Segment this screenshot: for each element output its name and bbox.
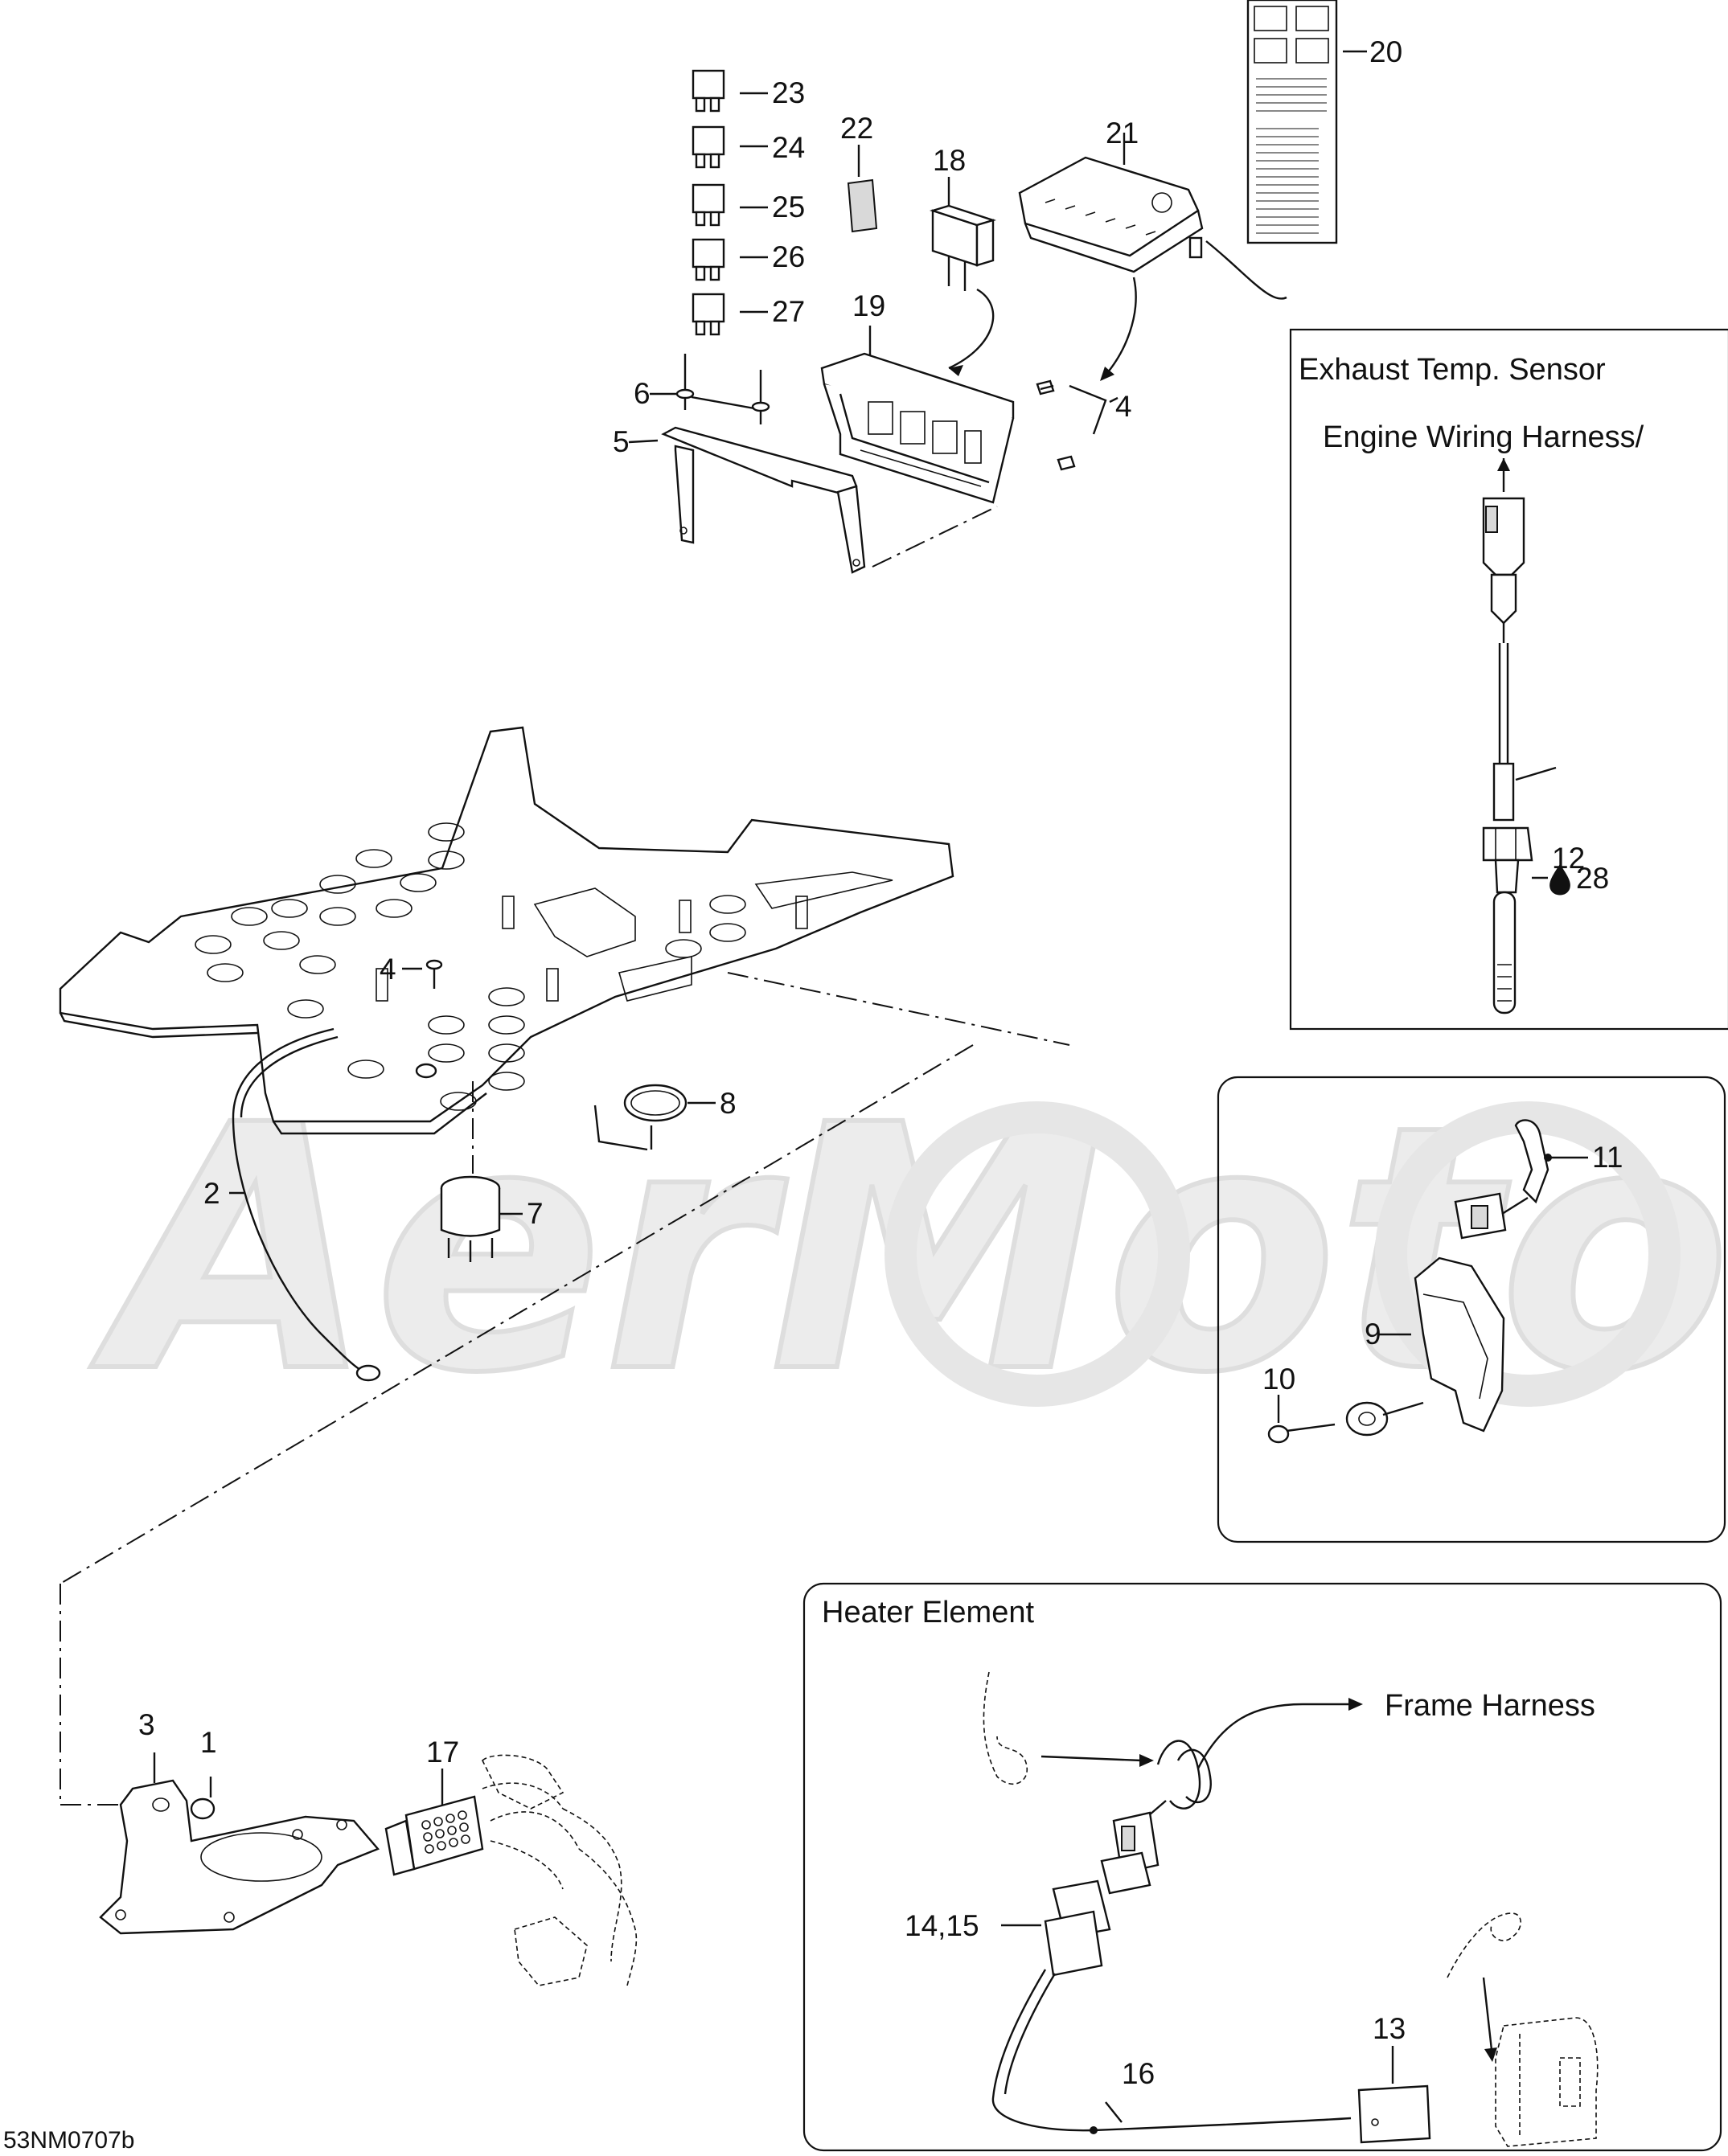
nut — [190, 1777, 215, 1820]
heater-panel-title: Heater Element — [822, 1596, 1034, 1629]
sealant-drop-icon — [1549, 864, 1570, 896]
callout-18: 18 — [933, 144, 966, 177]
push-rivets — [650, 354, 770, 424]
main-mounting-tray — [59, 726, 1070, 1135]
heater-element-panel — [802, 1582, 1722, 2152]
fuse-puller — [847, 145, 878, 233]
connector-bracket — [99, 1752, 380, 1935]
callout-25: 25 — [772, 191, 805, 223]
exhaust-temp-sensor-panel — [1289, 328, 1728, 1031]
diagram-id: 53NM0707b — [3, 2127, 134, 2154]
watermark-wheel-left — [885, 1101, 1190, 1407]
fuse-set — [692, 69, 768, 336]
assembly-guide-lines — [60, 1044, 974, 1806]
callout-4-tray: 4 — [380, 953, 396, 986]
callout-26: 26 — [772, 240, 805, 273]
callout-21: 21 — [1106, 117, 1139, 150]
sensor-panel — [1217, 1076, 1726, 1543]
callout-28: 28 — [1576, 862, 1609, 895]
callout-5: 5 — [613, 425, 630, 458]
callout-8: 8 — [720, 1087, 737, 1120]
callout-2: 2 — [203, 1177, 220, 1210]
callout-1: 1 — [200, 1726, 217, 1759]
fuse-26 — [692, 238, 768, 281]
panel-text: Exhaust Temp. Sensor Engine Wiring Harne… — [822, 353, 1644, 1723]
callout-17: 17 — [426, 1736, 459, 1769]
exhaust-panel-note: Engine Wiring Harness/ — [1323, 420, 1644, 454]
callout-13: 13 — [1373, 2012, 1406, 2045]
callout-22: 22 — [840, 112, 873, 145]
screw-4-bottom — [1057, 455, 1076, 471]
callout-16: 16 — [1122, 2057, 1155, 2090]
callout-27: 27 — [772, 295, 805, 328]
callout-6: 6 — [634, 377, 651, 410]
callout-24: 24 — [772, 131, 805, 164]
callout-labels: 23 24 25 26 27 22 18 21 20 19 6 4 5 4 8 … — [138, 35, 1623, 2090]
callout-9: 9 — [1365, 1318, 1381, 1351]
fuse-label-decal — [1246, 0, 1367, 244]
callout-23: 23 — [772, 76, 805, 109]
screw-4-tray — [402, 959, 443, 989]
sensor-panel-frame — [1217, 1076, 1726, 1543]
fuse-25 — [692, 183, 768, 227]
watermark-wheel-right — [1375, 1101, 1681, 1407]
buzzer — [440, 1081, 523, 1262]
fuse-box-bracket — [628, 426, 998, 574]
callout-11: 11 — [1592, 1141, 1623, 1174]
exhaust-panel-title: Exhaust Temp. Sensor — [1299, 353, 1606, 387]
callout-20: 20 — [1369, 35, 1402, 68]
callout-7: 7 — [527, 1197, 544, 1230]
fuse-24 — [692, 125, 768, 169]
callout-3: 3 — [138, 1708, 155, 1741]
callout-4-fusebox: 4 — [1115, 390, 1132, 423]
ground-wire — [229, 1027, 437, 1382]
tray-holes — [195, 822, 808, 1111]
fuse-box-cover — [1018, 133, 1287, 381]
exhaust-panel-frame — [1289, 328, 1728, 1031]
heater-panel-frame — [802, 1582, 1722, 2152]
heater-panel-note: Frame Harness — [1385, 1689, 1595, 1723]
screw-4-top — [1036, 379, 1055, 396]
relay — [929, 177, 997, 376]
fuse-box-base — [820, 326, 1118, 504]
callout-10: 10 — [1262, 1363, 1295, 1396]
grommet — [593, 1084, 716, 1151]
main-harness-connector — [384, 1754, 638, 1986]
fuse-27 — [692, 293, 768, 336]
callout-12: 12 — [1552, 842, 1585, 875]
fuse-23 — [692, 69, 768, 113]
callout-19: 19 — [852, 289, 885, 322]
callout-14-15: 14,15 — [905, 1909, 979, 1942]
